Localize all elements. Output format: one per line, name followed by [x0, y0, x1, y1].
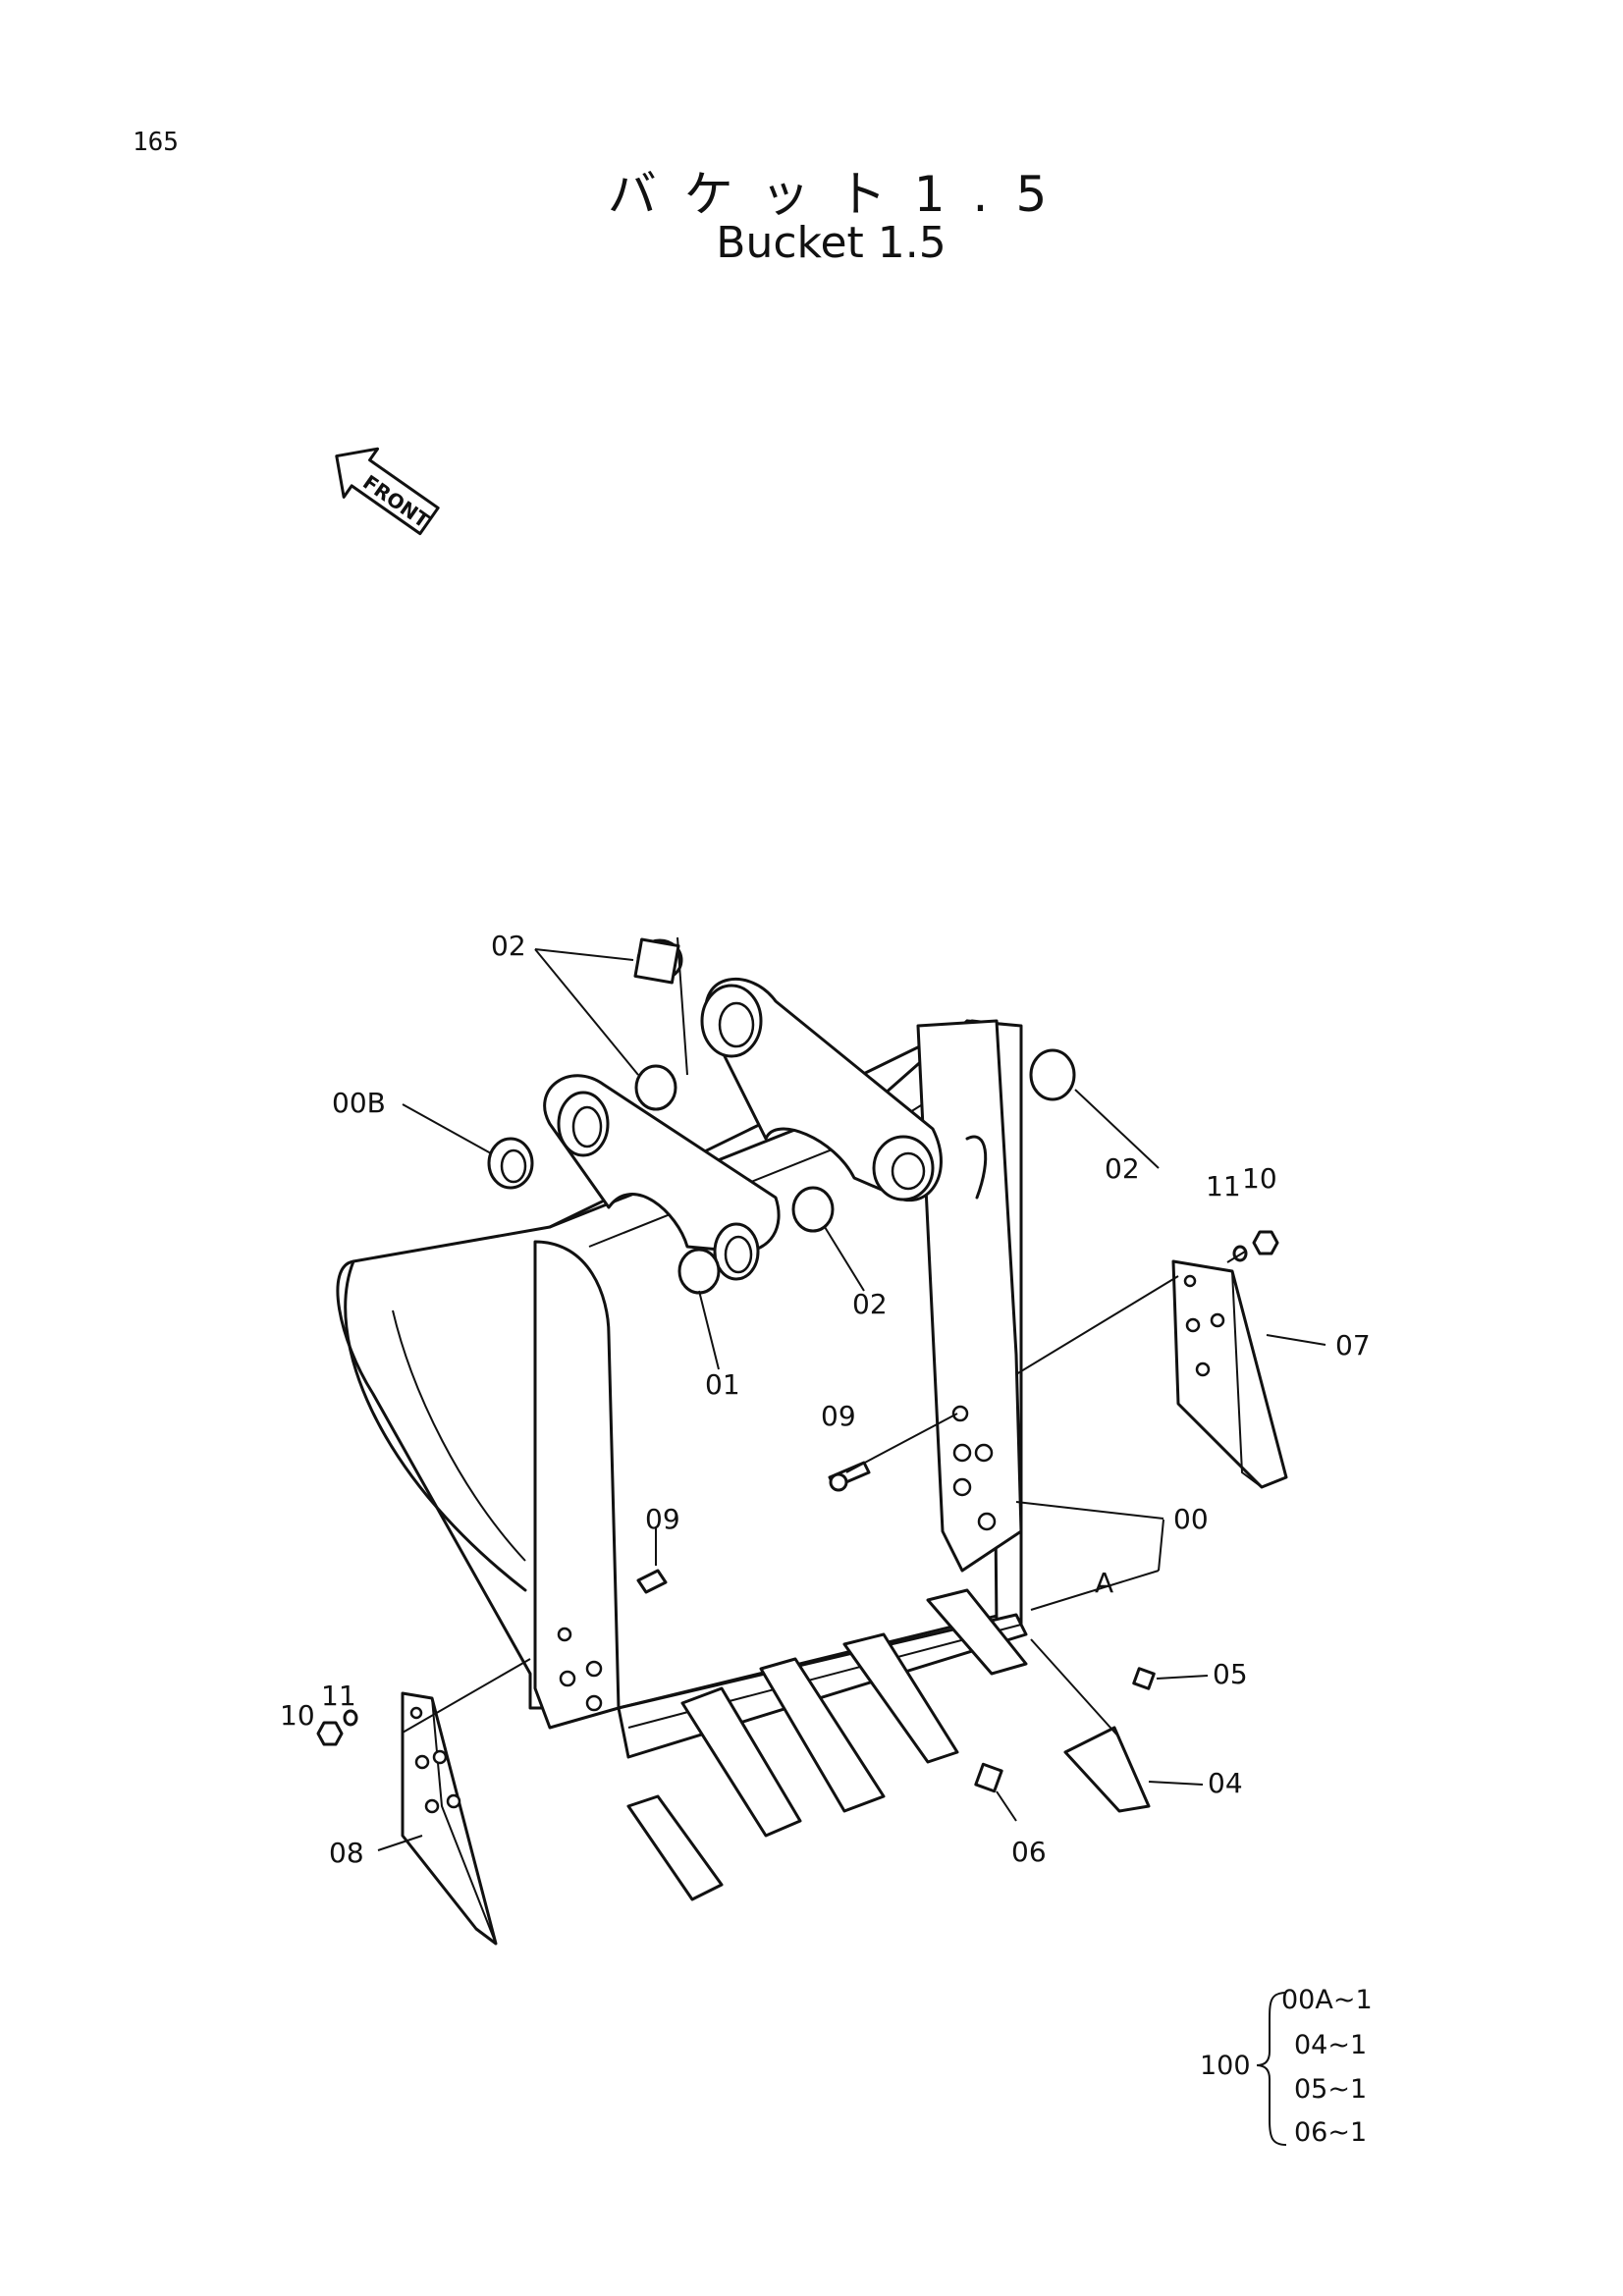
page-number: 165 — [133, 128, 179, 157]
callout-A: A — [1095, 1567, 1113, 1599]
callout-labels: 02 02 02 00B 01 09 09 11 10 07 00 A 05 0… — [280, 930, 1371, 1869]
front-arrow-icon: FRONT — [335, 447, 440, 536]
callout-09-left: 09 — [645, 1503, 680, 1535]
callout-00B: 00B — [332, 1087, 386, 1119]
bushings — [487, 937, 1076, 1295]
fasteners — [316, 1230, 1279, 1746]
kit-item-4: 06~1 — [1294, 2117, 1367, 2148]
callout-08: 08 — [329, 1837, 364, 1869]
callout-11-left: 11 — [321, 1680, 356, 1712]
callout-10-left: 10 — [280, 1699, 315, 1732]
callout-07: 07 — [1335, 1329, 1371, 1362]
side-cutters — [401, 1259, 1288, 1946]
callout-02-top: 02 — [491, 930, 526, 962]
callout-10-right: 10 — [1242, 1162, 1277, 1195]
link-plates — [543, 978, 988, 1281]
callout-00: 00 — [1173, 1503, 1209, 1535]
callout-09-right: 09 — [821, 1400, 856, 1432]
leader-lines — [377, 936, 1326, 1851]
callout-06: 06 — [1011, 1836, 1047, 1868]
kit-item-3: 05~1 — [1294, 2074, 1367, 2105]
kit-item-2: 04~1 — [1294, 2030, 1367, 2060]
callout-02-center: 02 — [852, 1288, 888, 1320]
callout-04: 04 — [1208, 1767, 1243, 1799]
kit-parent: 100 — [1200, 2051, 1251, 2081]
page-title-english: Bucket 1.5 — [716, 218, 947, 268]
kit-item-1: 00A~1 — [1281, 1985, 1373, 2015]
teeth-row — [626, 1588, 1156, 1901]
page-title-japanese: バケット1.5 — [607, 166, 1075, 223]
callout-05: 05 — [1213, 1658, 1248, 1690]
callout-01: 01 — [705, 1368, 740, 1401]
callout-11-right: 11 — [1206, 1170, 1241, 1202]
kit-group: 100 00A~1 04~1 05~1 06~1 — [1200, 1985, 1373, 2148]
callout-02-right: 02 — [1105, 1152, 1140, 1185]
